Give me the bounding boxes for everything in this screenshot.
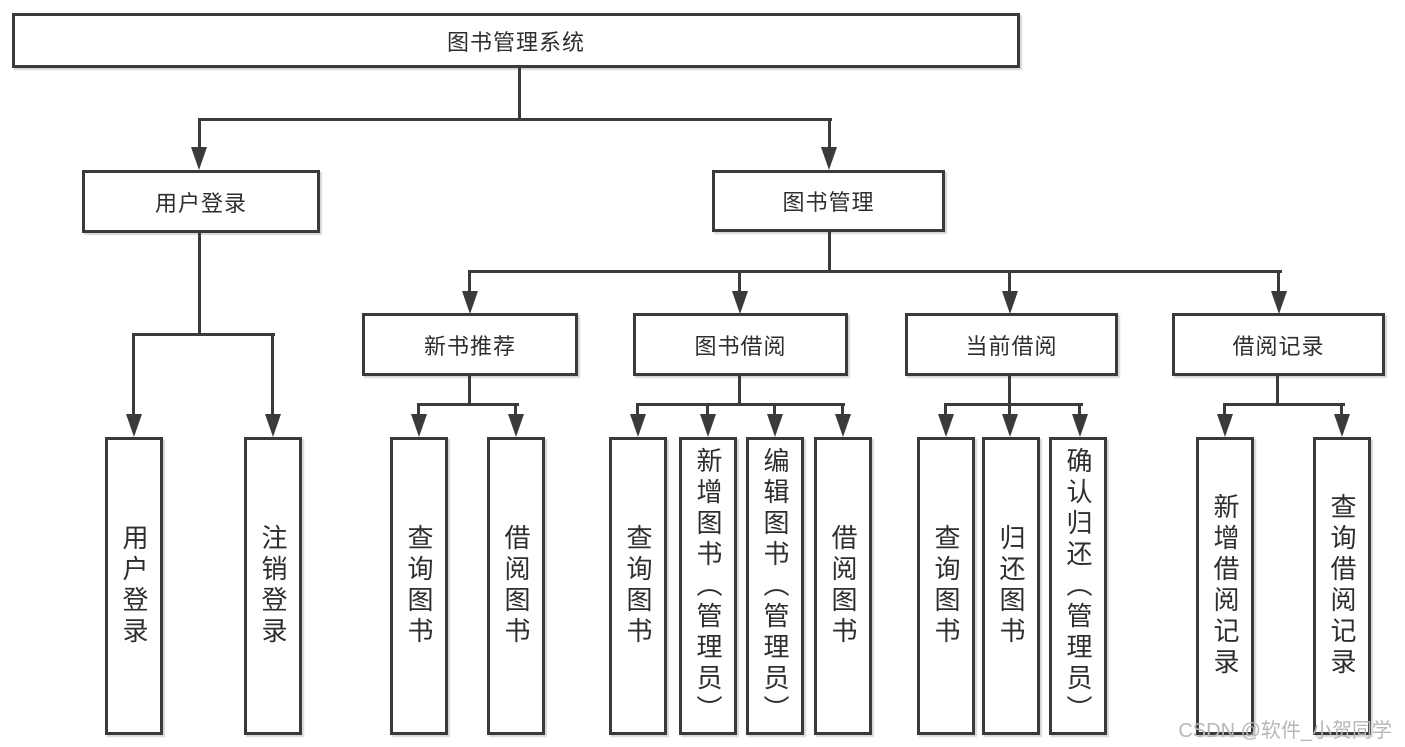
arrowhead-down xyxy=(821,147,837,170)
leaf-label: 借阅图书 xyxy=(501,524,531,648)
connector-vline xyxy=(773,405,776,416)
connector-hline xyxy=(944,403,1083,406)
node-new-book-recommend: 新书推荐 xyxy=(362,313,578,376)
leaf-label: 查询借阅记录 xyxy=(1327,493,1357,679)
arrowhead-down xyxy=(1217,414,1233,437)
leaf-label: 归还图书 xyxy=(996,524,1026,648)
arrowhead-down xyxy=(700,414,716,437)
connector-vline xyxy=(636,405,639,416)
arrowhead-down xyxy=(938,414,954,437)
node-label: 新书推荐 xyxy=(423,333,516,359)
leaf-user-login: 用户登录 xyxy=(105,437,163,735)
connector-vline xyxy=(1340,405,1343,416)
leaf-label: 确认归还（管理员） xyxy=(1063,446,1093,726)
arrowhead-down xyxy=(1072,414,1088,437)
node-current-borrow: 当前借阅 xyxy=(905,313,1118,376)
leaf-label: 查询图书 xyxy=(404,524,434,648)
leaf-query-books-borrow: 查询图书 xyxy=(609,437,667,735)
leaf-query-borrow-record: 查询借阅记录 xyxy=(1313,437,1371,735)
connector-vline xyxy=(1078,405,1081,416)
arrowhead-down xyxy=(1271,291,1287,314)
arrowhead-down xyxy=(1334,414,1350,437)
leaf-label: 借阅图书 xyxy=(828,524,858,648)
leaf-return-book: 归还图书 xyxy=(982,437,1040,735)
connector-vline xyxy=(468,376,471,406)
arrowhead-down xyxy=(411,414,427,437)
leaf-label: 用户登录 xyxy=(119,524,149,648)
connector-vline xyxy=(841,405,844,416)
connector-hline xyxy=(417,403,519,406)
connector-vline xyxy=(1008,272,1011,294)
connector-vline xyxy=(706,405,709,416)
arrowhead-down xyxy=(191,147,207,170)
connector-vline xyxy=(1277,272,1280,294)
node-label: 当前借阅 xyxy=(965,333,1058,359)
connector-vline xyxy=(828,120,831,150)
arrowhead-down xyxy=(732,291,748,314)
leaf-label: 新增借阅记录 xyxy=(1210,493,1240,679)
connector-hline xyxy=(198,118,832,121)
arrowhead-down xyxy=(835,414,851,437)
node-label: 用户登录 xyxy=(154,190,247,216)
connector-vline xyxy=(738,376,741,406)
node-label: 借阅记录 xyxy=(1232,333,1325,359)
leaf-edit-book-admin: 编辑图书（管理员） xyxy=(746,437,804,735)
node-book-management: 图书管理 xyxy=(712,170,945,232)
leaf-add-book-admin: 新增图书（管理员） xyxy=(679,437,737,735)
connector-vline xyxy=(514,405,517,416)
connector-vline xyxy=(132,335,135,415)
node-book-borrow: 图书借阅 xyxy=(633,313,848,376)
node-label: 图书借阅 xyxy=(694,333,787,359)
arrowhead-down xyxy=(630,414,646,437)
connector-vline xyxy=(518,68,521,118)
connector-vline xyxy=(468,272,471,294)
connector-vline xyxy=(944,405,947,416)
connector-vline xyxy=(198,120,201,150)
leaf-query-books-recommend: 查询图书 xyxy=(390,437,448,735)
connector-hline xyxy=(1223,403,1345,406)
leaf-logout: 注销登录 xyxy=(244,437,302,735)
connector-vline xyxy=(1223,405,1226,416)
node-label: 图书管理系统 xyxy=(446,29,585,55)
leaf-label: 注销登录 xyxy=(258,524,288,648)
leaf-query-books-current: 查询图书 xyxy=(917,437,975,735)
arrowhead-down xyxy=(767,414,783,437)
connector-hline xyxy=(636,403,845,406)
arrowhead-down xyxy=(508,414,524,437)
node-borrow-record: 借阅记录 xyxy=(1172,313,1385,376)
watermark: CSDN @软件_小贺同学 xyxy=(1178,720,1392,742)
leaf-borrow-books-recommend: 借阅图书 xyxy=(487,437,545,735)
arrowhead-down xyxy=(1002,291,1018,314)
arrowhead-down xyxy=(126,414,142,437)
arrowhead-down xyxy=(265,414,281,437)
connector-vline xyxy=(271,335,274,415)
leaf-confirm-return-admin: 确认归还（管理员） xyxy=(1049,437,1107,735)
connector-vline xyxy=(1276,376,1279,406)
node-label: 图书管理 xyxy=(782,190,875,215)
arrowhead-down xyxy=(462,291,478,314)
leaf-label: 查询图书 xyxy=(931,524,961,648)
connector-vline xyxy=(828,232,831,273)
connector-vline xyxy=(1008,405,1011,416)
leaf-label: 编辑图书（管理员） xyxy=(760,446,790,726)
leaf-label: 查询图书 xyxy=(623,524,653,648)
leaf-label: 新增图书（管理员） xyxy=(693,446,723,726)
connector-vline xyxy=(417,405,420,416)
node-user-login: 用户登录 xyxy=(82,170,320,233)
connector-vline xyxy=(198,233,201,336)
connector-vline xyxy=(1008,376,1011,406)
leaf-borrow-books-borrow: 借阅图书 xyxy=(814,437,872,735)
connector-hline xyxy=(132,333,275,336)
leaf-add-borrow-record: 新增借阅记录 xyxy=(1196,437,1254,735)
connector-vline xyxy=(738,272,741,294)
node-library-system: 图书管理系统 xyxy=(12,13,1020,68)
connector-hline xyxy=(468,270,1282,273)
arrowhead-down xyxy=(1002,414,1018,437)
